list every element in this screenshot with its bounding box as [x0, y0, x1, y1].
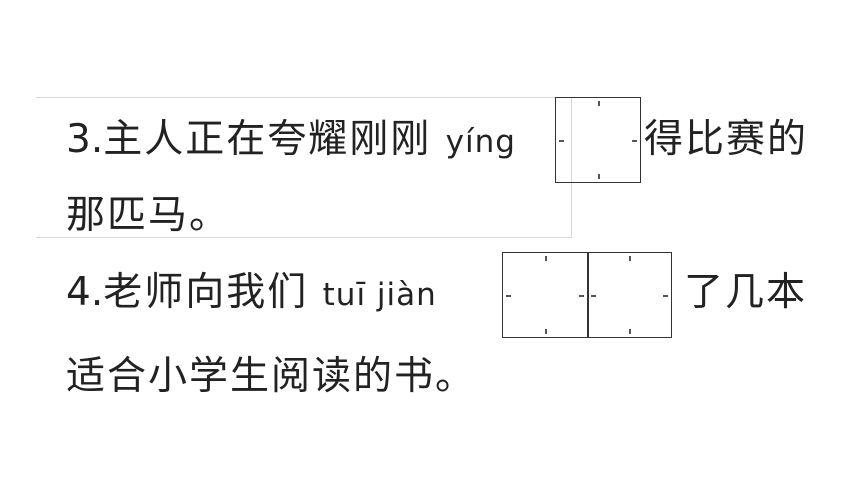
question-3-number: 3. [66, 117, 104, 162]
question-4-answer-box[interactable] [502, 252, 672, 338]
grid-tick [545, 329, 547, 334]
grid-tick [629, 329, 631, 334]
grid-tick [559, 140, 564, 142]
grid-tick [663, 295, 668, 297]
grid-tick [545, 256, 547, 261]
question-4-pinyin: tuī jiàn [322, 277, 437, 313]
question-3-line-1: 3.主人正在夸耀刚刚 yíng [66, 115, 516, 165]
question-4-text-after: 了几本 [684, 270, 808, 315]
question-3-highlight-frame [36, 97, 572, 238]
question-3-text-before: 主人正在夸耀刚刚 [103, 117, 432, 162]
question-4-line-2: 适合小学生阅读的书。 [66, 354, 477, 399]
question-3-line-2: 那匹马。 [66, 193, 231, 238]
grid-tick [579, 295, 584, 297]
grid-tick [591, 295, 596, 297]
question-4-number: 4. [66, 270, 104, 315]
question-3-text-after: 得比赛的 [644, 117, 809, 162]
question-3-pinyin: yíng [445, 124, 516, 160]
grid-tick [598, 174, 600, 179]
question-3-answer-box[interactable] [555, 97, 641, 183]
box-divider [587, 253, 589, 337]
question-4-text-before: 老师向我们 [103, 270, 309, 315]
question-4-line-1: 4.老师向我们 tuī jiàn [66, 268, 437, 318]
grid-tick [632, 140, 637, 142]
grid-tick [629, 256, 631, 261]
grid-tick [506, 295, 511, 297]
grid-tick [598, 101, 600, 106]
